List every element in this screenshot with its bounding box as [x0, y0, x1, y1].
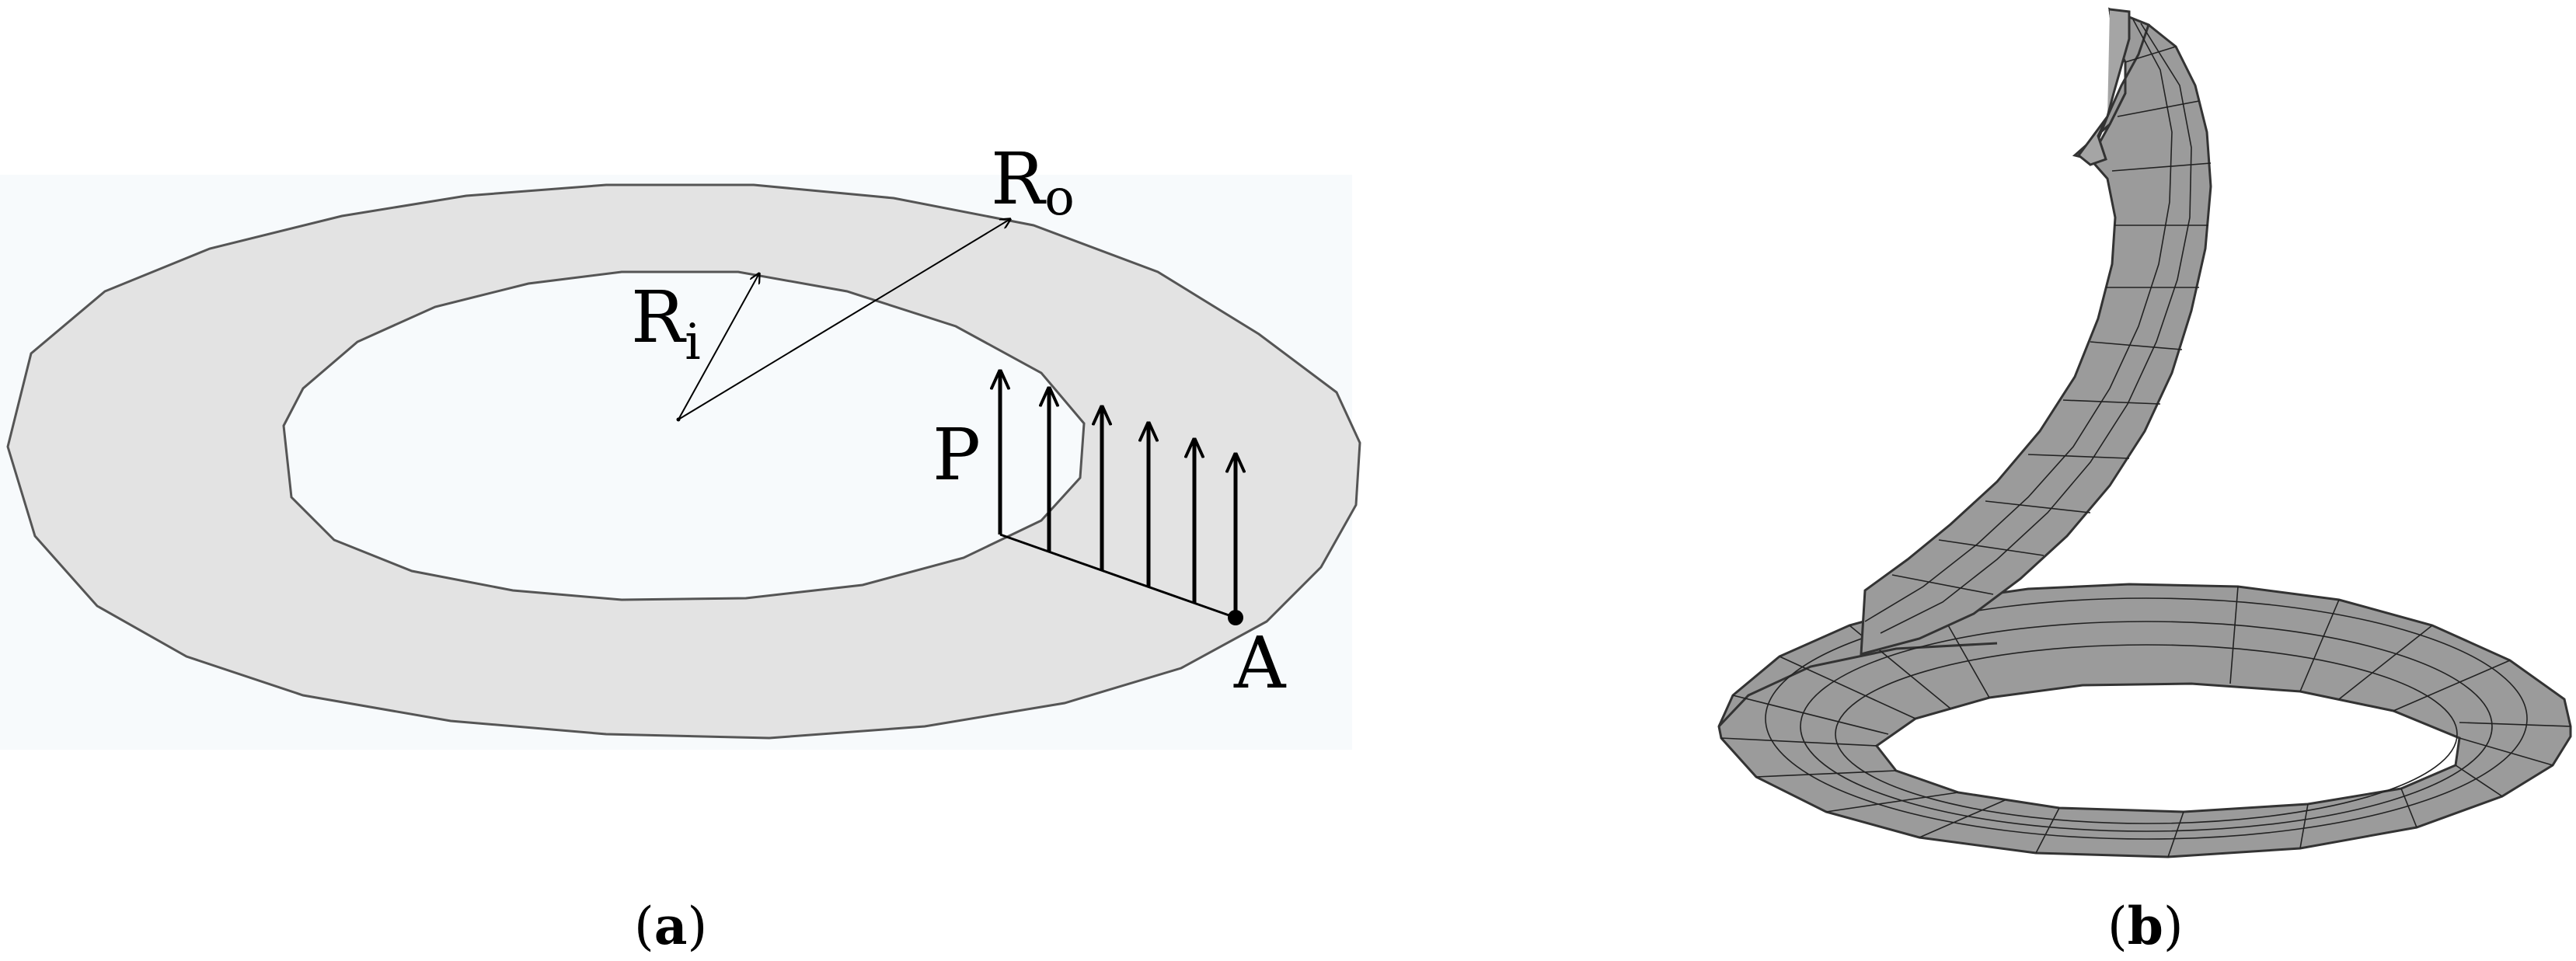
- caption-a-close: ): [688, 897, 708, 956]
- load-label: P: [932, 413, 981, 496]
- ring-mesh-line: [2459, 722, 2571, 727]
- ring-mesh-line: [2393, 660, 2511, 712]
- center-point: [676, 417, 681, 422]
- helical-strip-end: [2076, 8, 2131, 166]
- outer-radius-symbol: R: [991, 138, 1047, 221]
- ring-mesh-line: [2338, 625, 2433, 700]
- strip-mesh-line: [1891, 574, 1994, 595]
- ring-mesh-line: [1800, 621, 2493, 832]
- deformed-ring: [1717, 583, 2572, 858]
- ring-mesh-line: [2167, 811, 2184, 858]
- caption-b-open: (: [2107, 897, 2128, 956]
- ring-mesh-line: [2400, 788, 2417, 828]
- inner-radius-label: Ri: [631, 276, 701, 371]
- ring-mesh-line: [2229, 586, 2239, 684]
- caption-b: (b): [2107, 896, 2184, 956]
- ring-mesh-line: [1835, 644, 2458, 824]
- strip-mesh-line: [1985, 500, 2091, 514]
- outer-radius-subscript: o: [1044, 169, 1075, 227]
- ring-mesh-line: [2459, 737, 2553, 766]
- inner-radius-symbol: R: [631, 276, 687, 359]
- strip-mesh-line: [1938, 539, 2044, 556]
- caption-a: (a): [634, 896, 707, 956]
- strip-mesh-line: [2117, 100, 2200, 117]
- strip-mesh-line: [2090, 341, 2183, 350]
- strip-mesh-line: [2027, 454, 2130, 459]
- load-arrows: [1000, 371, 1236, 618]
- helical-strip: [1860, 7, 2212, 656]
- slit-line: [999, 533, 1236, 619]
- point-a-label: A: [1233, 622, 1287, 705]
- caption-b-close: ): [2163, 897, 2184, 956]
- panel-b: [1717, 7, 2572, 858]
- strip-mesh-line: [1880, 23, 2192, 634]
- caption-a-letter: a: [654, 896, 688, 956]
- ring-mesh-line: [1755, 770, 1897, 778]
- ring-mesh-line: [1779, 656, 1916, 719]
- caption-b-letter: b: [2128, 896, 2163, 956]
- ring-mesh-line: [2035, 807, 2060, 854]
- inner-radius-subscript: i: [685, 314, 700, 371]
- ring-mesh-line: [1919, 799, 2006, 838]
- strip-mesh-line: [2111, 162, 2212, 172]
- strip-mesh-line: [2062, 399, 2161, 405]
- ring-mesh-line: [1720, 737, 1877, 747]
- ring-mesh-line: [2299, 599, 2340, 692]
- outer-radius-label: Ro: [991, 138, 1075, 227]
- strip-mesh: [1864, 19, 2212, 634]
- ring-lifted-edge: [1717, 642, 1998, 728]
- ring-mesh-line: [2299, 803, 2309, 849]
- ring-mesh-line: [1765, 597, 2528, 840]
- strip-mesh-line: [2125, 46, 2177, 63]
- ring-mesh-line: [1732, 695, 1889, 735]
- outer-radius-arrow: [678, 219, 1010, 420]
- inner-radius-arrow: [678, 273, 759, 420]
- strip-mesh-line: [1864, 19, 2173, 622]
- ring-mesh-line: [2455, 764, 2503, 797]
- caption-a-open: (: [634, 897, 654, 956]
- ring-mesh-line: [1825, 792, 1959, 813]
- annular-plate: [6, 183, 1361, 740]
- panel-a: Ro Ri P A: [0, 138, 1361, 750]
